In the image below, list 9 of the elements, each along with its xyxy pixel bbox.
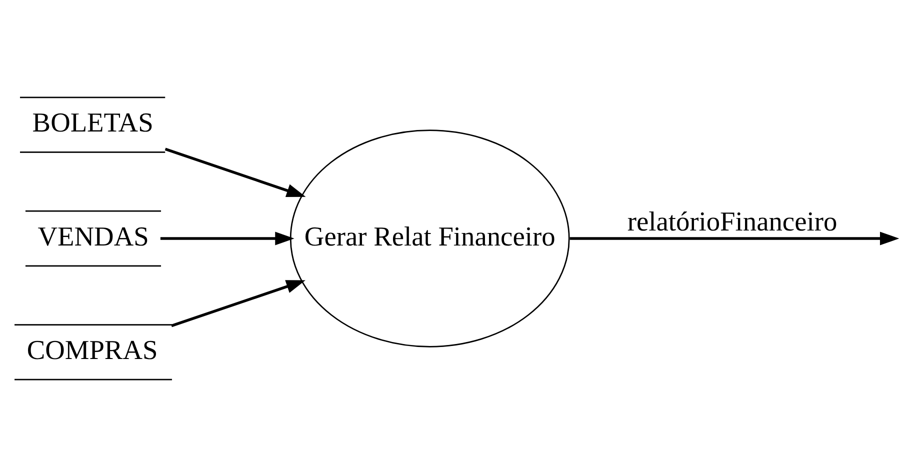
arrow <box>570 231 900 245</box>
edge-label: relatórioFinanceiro <box>627 206 838 236</box>
node-text: BOLETAS <box>32 107 154 138</box>
node-ellipse: Gerar Relat Financeiro <box>290 129 570 347</box>
arrow <box>171 280 306 327</box>
node-text: VENDAS <box>38 220 149 251</box>
node-text: COMPRAS <box>26 334 158 364</box>
arrow <box>160 231 294 245</box>
arrow <box>164 147 306 196</box>
